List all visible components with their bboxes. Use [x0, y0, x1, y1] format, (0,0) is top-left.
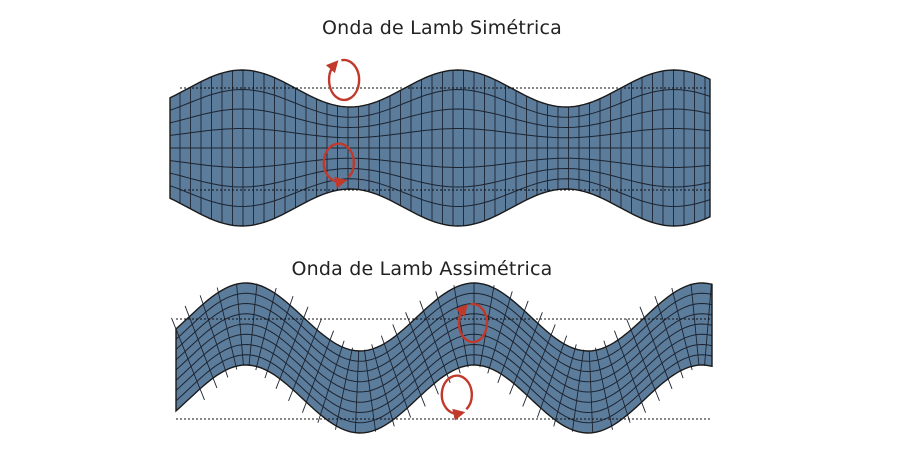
grid-line-vertical	[497, 300, 529, 383]
grid-line-horizontal	[169, 178, 711, 208]
grid-line-vertical	[487, 291, 513, 374]
grid-line-vertical	[171, 317, 205, 401]
symmetric-plate-outline	[169, 69, 711, 227]
grid-line-horizontal	[175, 333, 713, 403]
grid-line-vertical	[236, 283, 244, 366]
grid-line-vertical	[509, 312, 543, 395]
grid-line-vertical	[288, 318, 322, 402]
grid-line-vertical	[255, 287, 277, 371]
grid-line-horizontal	[169, 128, 711, 139]
grid-line-horizontal	[169, 167, 711, 188]
grid-line-horizontal	[175, 302, 713, 373]
grid-line-vertical	[639, 306, 673, 390]
symmetric-wave-title: Onda de Lamb Simétrica	[322, 17, 562, 39]
grid-line-vertical	[335, 347, 353, 430]
grid-line-vertical	[435, 291, 461, 374]
grid-line-vertical	[595, 347, 613, 430]
asymmetric-plate-outline	[175, 282, 713, 434]
grid-line-vertical	[248, 283, 258, 366]
asymmetric-wave-title: Onda de Lamb Assimétrica	[291, 258, 553, 280]
grid-line-vertical	[419, 300, 451, 383]
grid-line-vertical	[603, 340, 631, 423]
grid-line-vertical	[317, 340, 345, 423]
grid-line-horizontal	[175, 292, 713, 362]
grid-line-horizontal	[175, 323, 713, 393]
grid-line-vertical	[216, 287, 238, 370]
symmetric-plate	[169, 69, 712, 227]
grid-line-vertical	[553, 344, 577, 427]
rotation-arrow-icon	[440, 374, 473, 421]
grid-line-horizontal	[169, 108, 711, 129]
grid-line-vertical	[571, 349, 585, 432]
grid-line-horizontal	[169, 88, 711, 118]
grid-line-vertical	[453, 285, 469, 368]
grid-line-vertical	[690, 283, 700, 366]
grid-line-vertical	[704, 283, 712, 366]
grid-line-vertical	[264, 295, 294, 379]
grid-line-vertical	[613, 330, 647, 413]
grid-line-vertical	[363, 349, 377, 432]
grid-line-vertical	[354, 350, 360, 433]
rotation-arrow-icon	[322, 142, 355, 189]
grid-line-vertical	[371, 344, 395, 427]
particle-motion-markers	[322, 58, 489, 421]
grid-line-vertical	[522, 324, 556, 407]
asymmetric-plate	[171, 282, 713, 434]
grid-line-vertical	[654, 295, 684, 379]
grid-line-vertical	[626, 318, 660, 402]
grid-line-vertical	[380, 335, 412, 418]
grid-line-vertical	[275, 306, 309, 390]
grid-line-vertical	[301, 330, 335, 413]
grid-line-vertical	[405, 312, 439, 395]
grid-line-vertical	[199, 295, 229, 378]
grid-line-horizontal	[169, 157, 711, 168]
grid-line-vertical	[184, 305, 218, 389]
grid-line-vertical	[392, 324, 426, 407]
rotation-arrow-icon	[325, 58, 361, 102]
grid-line-vertical	[536, 335, 568, 418]
rotation-arrow-icon	[455, 302, 489, 344]
grid-line-vertical	[671, 287, 693, 371]
